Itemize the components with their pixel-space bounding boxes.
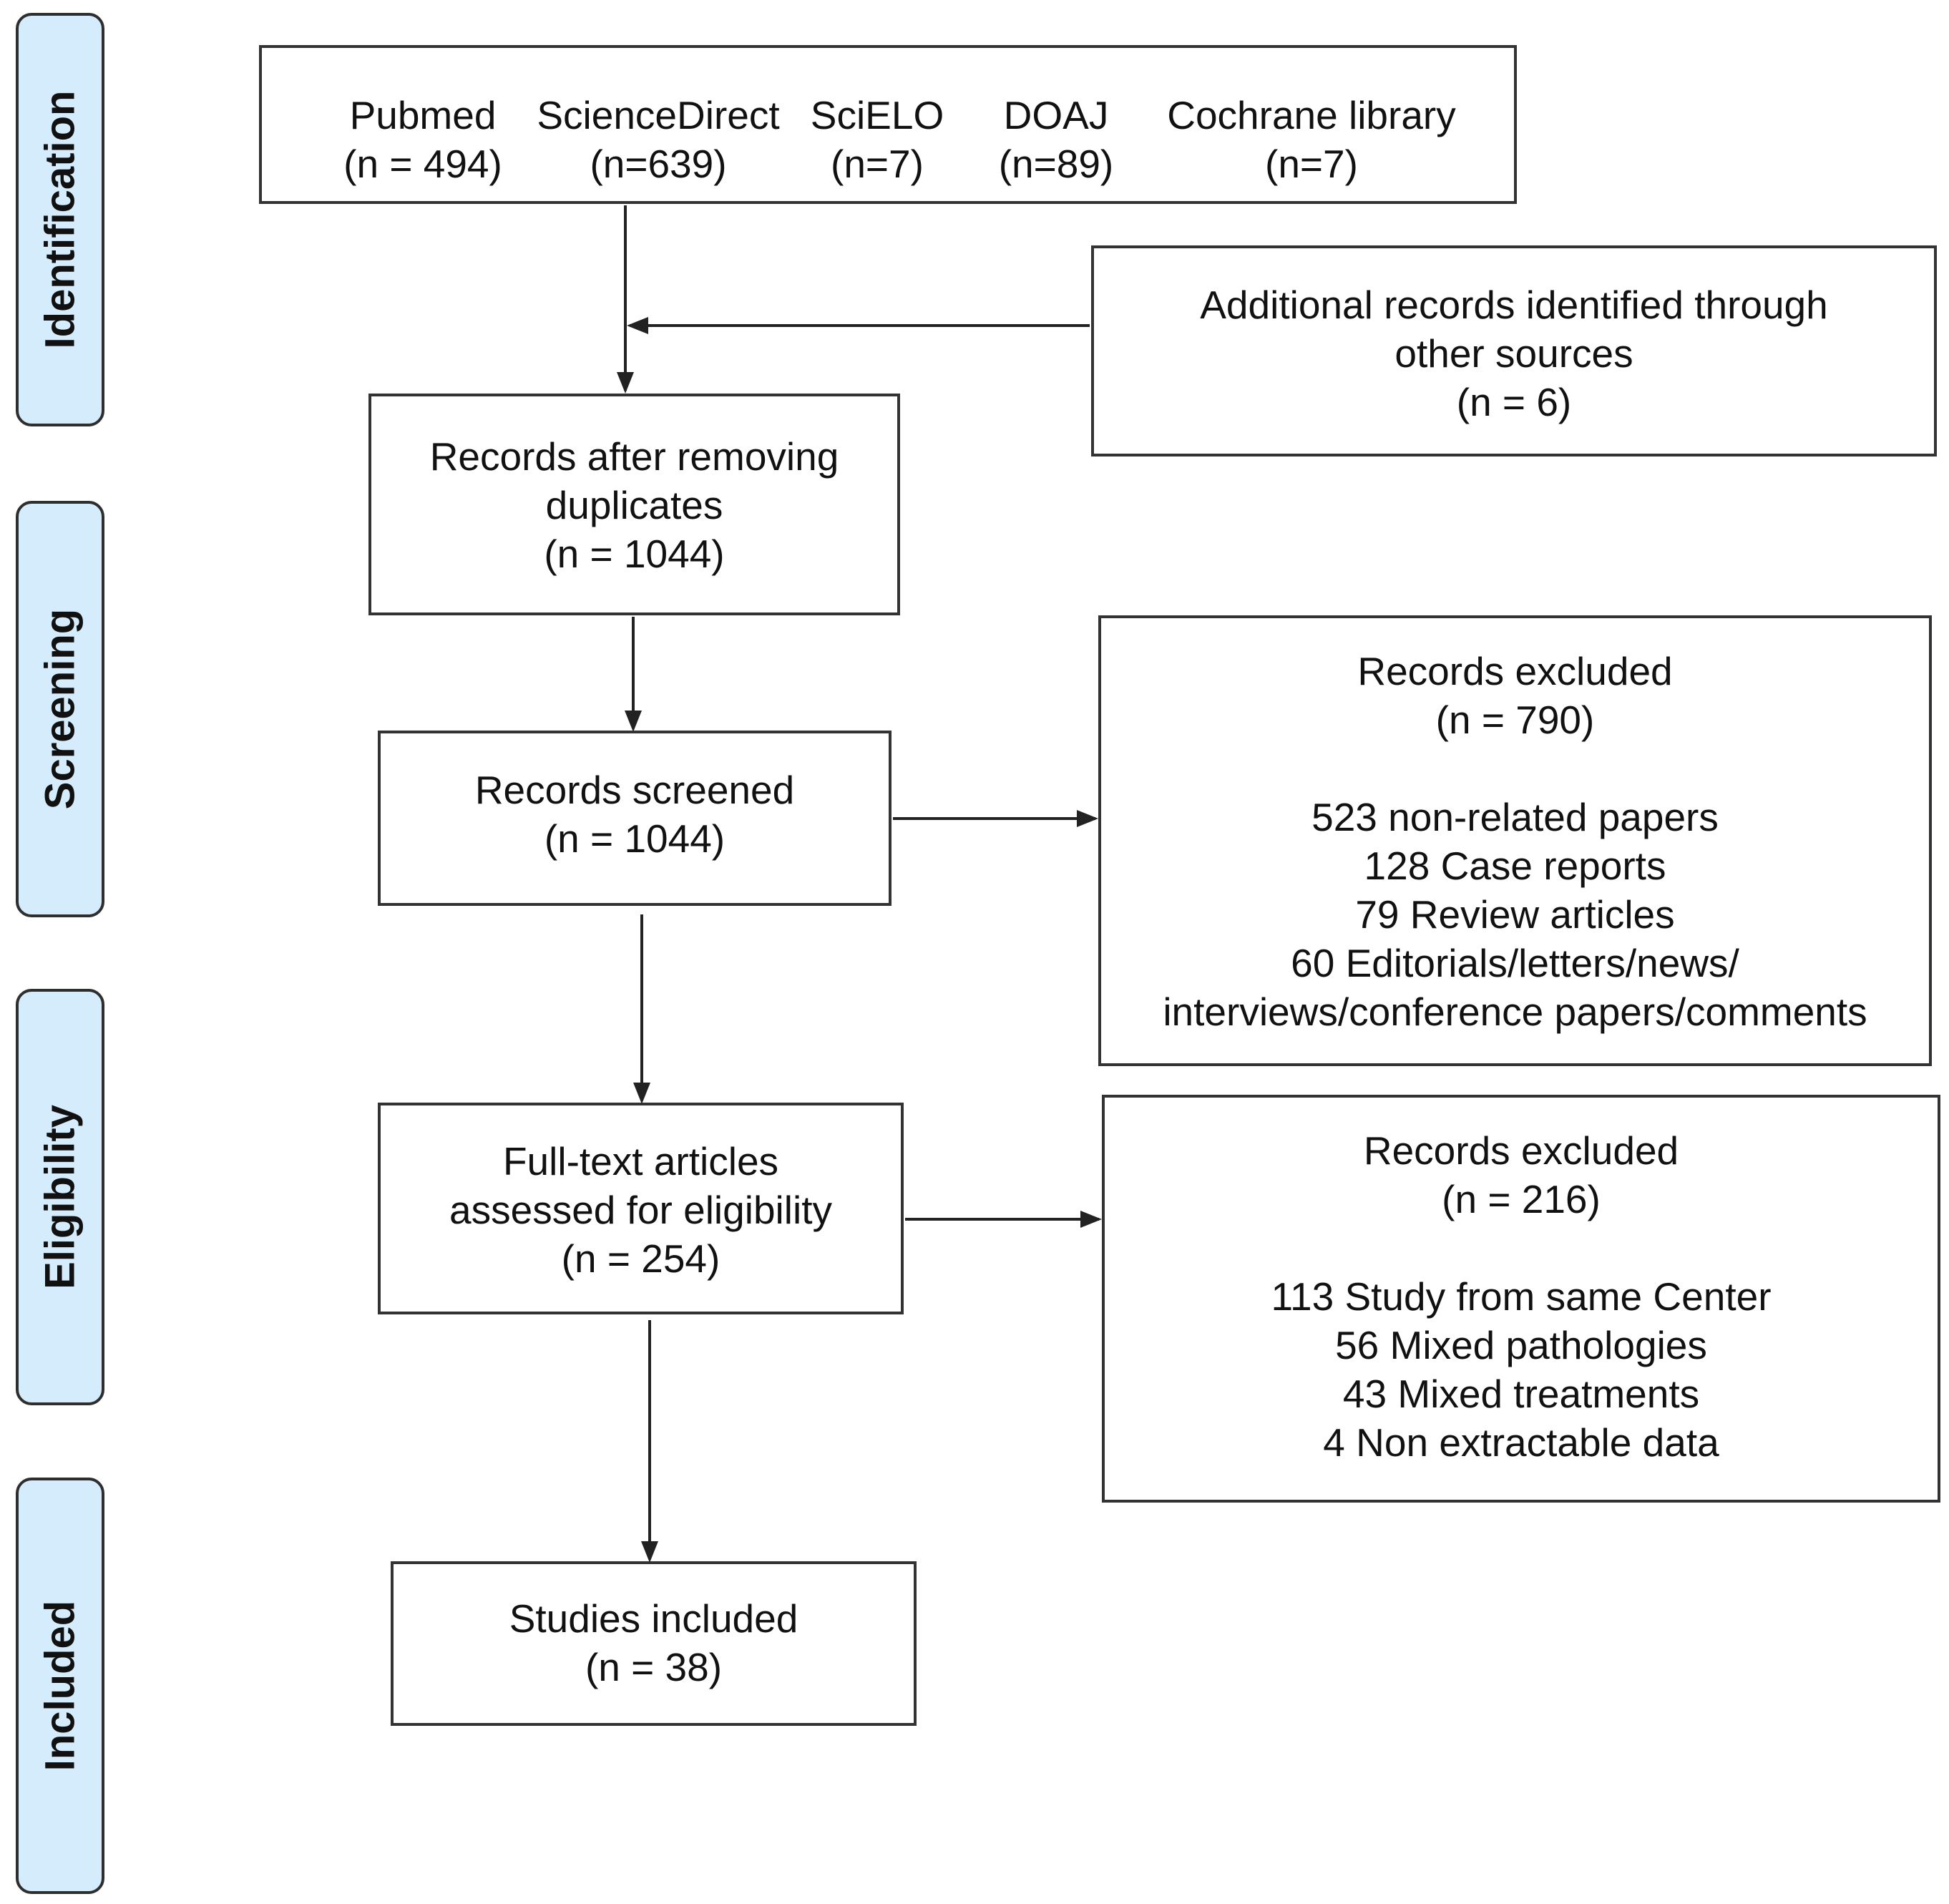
eligibility-excluded-count: (n = 216): [1442, 1177, 1601, 1221]
database-doaj: DOAJ (n=89): [977, 91, 1135, 188]
database-pubmed: Pubmed (n = 494): [290, 91, 555, 188]
additional-records-count: (n = 6): [1456, 380, 1572, 424]
database-name: Cochrane library: [1167, 93, 1456, 137]
database-scielo: SciELO (n=7): [798, 91, 956, 188]
eligibility-excluded-reason: 113 Study from same Center: [1271, 1274, 1772, 1319]
phase-eligibility: Eligibility: [16, 989, 104, 1405]
eligibility-excluded-label: Records excluded: [1363, 1128, 1679, 1173]
database-name: DOAJ: [1003, 93, 1109, 137]
after-duplicates-count: (n = 1044): [544, 532, 725, 576]
arrowhead-down: [625, 711, 642, 732]
after-duplicates-line1: Records after removing: [429, 434, 839, 479]
after-duplicates-line2: duplicates: [545, 483, 723, 527]
screening-excluded-box: Records excluded (n = 790) 523 non-relat…: [1098, 615, 1932, 1066]
database-name: Pubmed: [349, 93, 497, 137]
database-name: SciELO: [810, 93, 944, 137]
arrowhead-left: [627, 317, 648, 334]
database-sciencedirect: ScienceDirect (n=639): [515, 91, 801, 188]
screening-excluded-reason: 128 Case reports: [1364, 844, 1666, 888]
records-screened-count: (n = 1044): [544, 816, 726, 861]
phase-included: Included: [16, 1478, 104, 1894]
databases-box: Pubmed (n = 494) ScienceDirect (n=639) S…: [259, 45, 1517, 204]
studies-included-count: (n = 38): [585, 1645, 723, 1689]
database-count: (n=89): [998, 142, 1114, 186]
screening-excluded-count: (n = 790): [1435, 698, 1595, 742]
records-screened-box: Records screened (n = 1044): [378, 731, 892, 906]
full-text-line1: Full-text articles: [502, 1139, 779, 1183]
eligibility-excluded-box: Records excluded (n = 216) 113 Study fro…: [1102, 1095, 1940, 1503]
screening-excluded-reason: 60 Editorials/letters/news/: [1291, 941, 1739, 985]
additional-records-line2: other sources: [1394, 331, 1633, 376]
database-count: (n = 494): [343, 142, 502, 186]
studies-included-box: Studies included (n = 38): [391, 1561, 917, 1726]
phase-identification: Identification: [16, 13, 104, 426]
additional-records-box: Additional records identified through ot…: [1091, 245, 1937, 457]
database-count: (n=639): [590, 142, 727, 186]
full-text-line2: assessed for eligibility: [449, 1188, 832, 1232]
full-text-count: (n = 254): [561, 1236, 721, 1281]
screening-excluded-label: Records excluded: [1357, 649, 1673, 693]
database-count: (n=7): [831, 142, 924, 186]
database-count: (n=7): [1265, 142, 1358, 186]
database-name: ScienceDirect: [537, 93, 780, 137]
arrowhead-right: [1077, 810, 1098, 827]
eligibility-excluded-reason: 4 Non extractable data: [1323, 1420, 1719, 1465]
eligibility-excluded-reason: 56 Mixed pathologies: [1335, 1323, 1707, 1367]
screening-excluded-reason: 523 non-related papers: [1311, 795, 1719, 839]
arrowhead-down: [617, 372, 634, 394]
arrowhead-down: [641, 1541, 658, 1563]
additional-records-line1: Additional records identified through: [1200, 283, 1828, 327]
screening-excluded-reason: 79 Review articles: [1355, 892, 1675, 937]
arrowhead-down: [633, 1083, 650, 1104]
after-duplicates-box: Records after removing duplicates (n = 1…: [368, 394, 900, 615]
phase-screening: Screening: [16, 501, 104, 917]
studies-included-label: Studies included: [509, 1596, 798, 1641]
full-text-box: Full-text articles assessed for eligibil…: [378, 1103, 904, 1314]
eligibility-excluded-reason: 43 Mixed treatments: [1342, 1372, 1700, 1416]
screening-excluded-reason: interviews/conference papers/comments: [1163, 990, 1867, 1034]
arrowhead-right: [1080, 1211, 1102, 1228]
database-cochrane: Cochrane library (n=7): [1147, 91, 1476, 188]
records-screened-label: Records screened: [474, 768, 795, 812]
